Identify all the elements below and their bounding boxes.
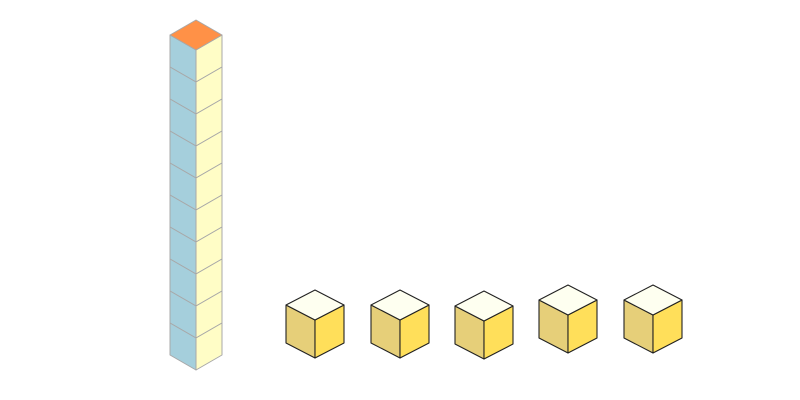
unit-cubes	[285, 284, 683, 360]
unit-cube	[454, 290, 514, 360]
unit-cube	[623, 284, 683, 354]
unit-cube	[285, 289, 345, 359]
unit-cube-top-face	[370, 289, 430, 321]
unit-cube	[538, 284, 598, 354]
unit-cube-top-face	[285, 289, 345, 321]
tens-rod	[169, 19, 223, 371]
unit-cube-top-face	[454, 290, 514, 322]
rod-cube-right-face	[195, 322, 223, 371]
unit-cube	[370, 289, 430, 359]
unit-cube-top-face	[623, 284, 683, 316]
rod-top-face	[169, 19, 223, 51]
unit-cube-top-face	[538, 284, 598, 316]
